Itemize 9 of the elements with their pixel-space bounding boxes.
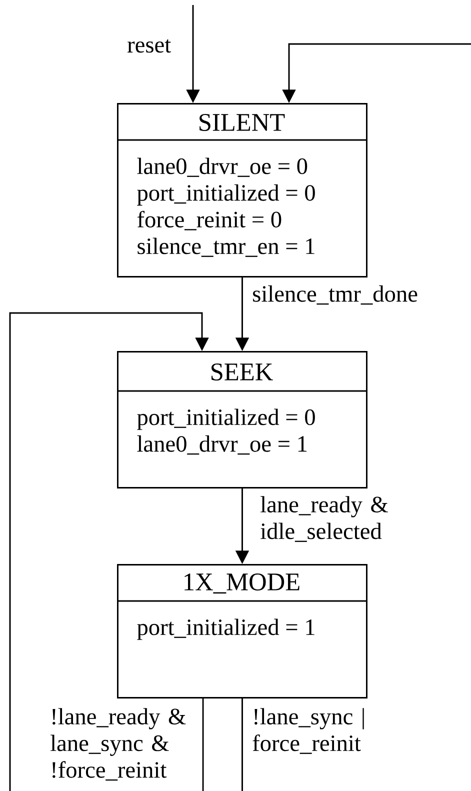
edge-label: lane_ready & idle_selected — [258, 494, 402, 544]
arrow — [9, 312, 209, 791]
edge-label: reset — [126, 38, 172, 54]
edge-label: !lane_sync | force_reinit — [250, 706, 372, 756]
edge-label: !lane_ready & lane_sync & !force_reinit — [48, 706, 200, 782]
state-box: SEEK port_initialized = 0 lane0_drvr_oe = 1 — [117, 351, 368, 488]
state-box: SILENT lane0_drvr_oe = 0 port_initialized = 0 force_reinit = 0 silence_tmr_en = 1 — [117, 103, 368, 278]
edge-label: silence_tmr_done — [250, 284, 420, 306]
state-box: 1X_MODE port_initialized = 1 — [117, 564, 368, 698]
